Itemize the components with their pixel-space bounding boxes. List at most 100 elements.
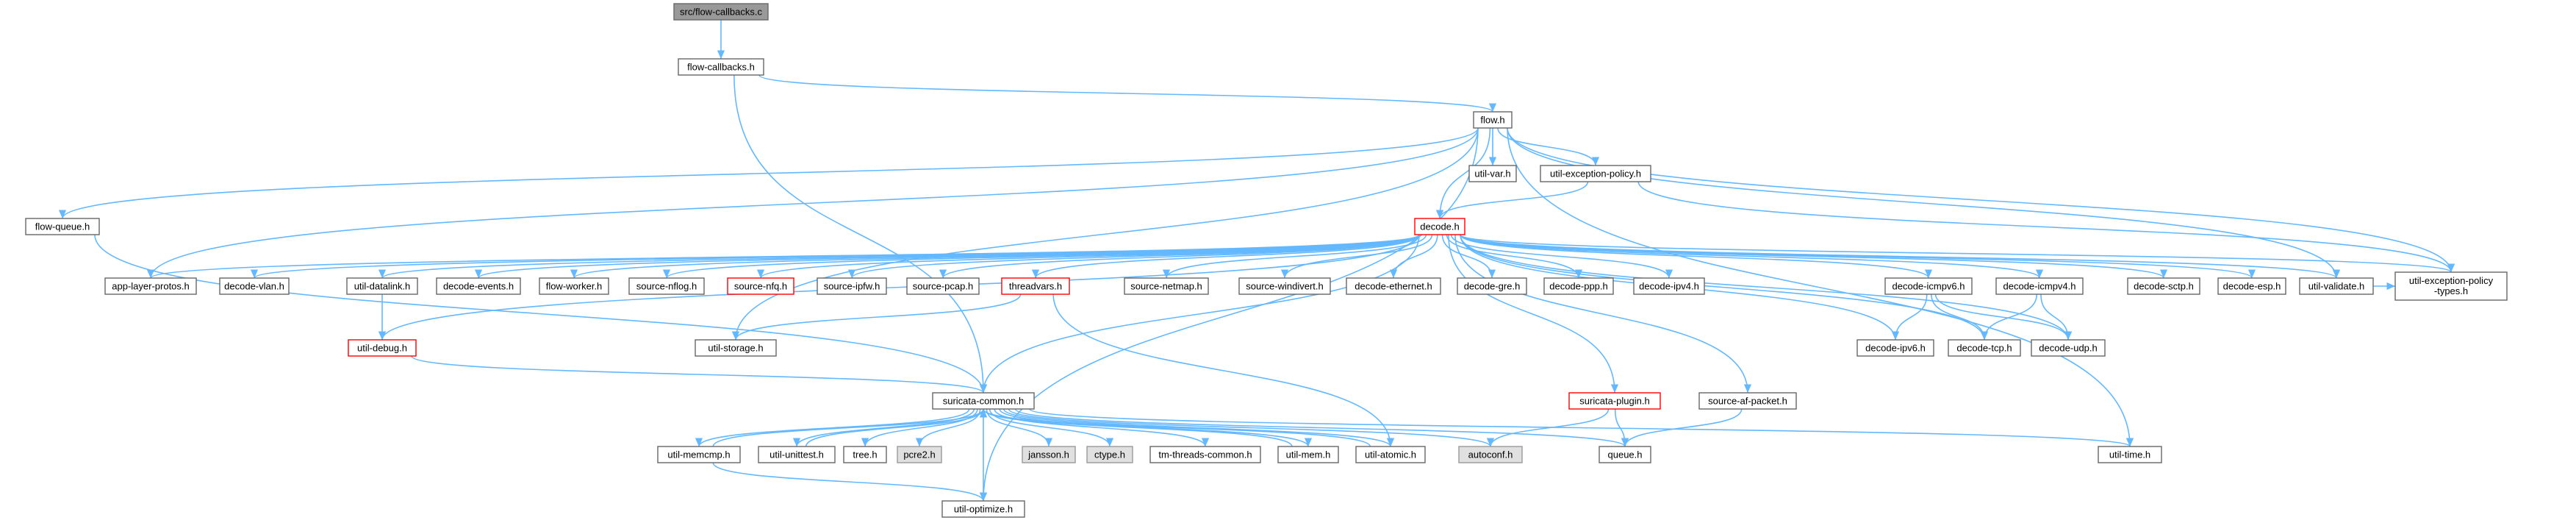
node-box-utilstorage[interactable] <box>695 339 777 357</box>
node-box-decudp[interactable] <box>2031 339 2106 357</box>
node-utilatomic[interactable]: util-atomic.h <box>1355 446 1426 463</box>
node-jansson[interactable]: jansson.h <box>1022 446 1076 463</box>
node-decevents[interactable]: decode-events.h <box>436 277 521 295</box>
node-box-applayer[interactable] <box>104 277 197 295</box>
node-decgre[interactable]: decode-gre.h <box>1457 277 1527 295</box>
node-box-utiloptimize[interactable] <box>941 500 1025 518</box>
node-box-utilvalidate[interactable] <box>2299 277 2374 295</box>
node-utildebug[interactable]: util-debug.h <box>348 339 417 357</box>
node-decipv6[interactable]: decode-ipv6.h <box>1856 339 1934 357</box>
node-box-flowworker[interactable] <box>539 277 609 295</box>
node-box-decppp[interactable] <box>1543 277 1614 295</box>
node-suriplugin[interactable]: suricata-plugin.h <box>1568 392 1661 410</box>
node-box-autoconf[interactable] <box>1458 446 1523 463</box>
node-srcnfq[interactable]: source-nfq.h <box>727 277 794 295</box>
node-box-utilvar[interactable] <box>1468 165 1517 182</box>
node-box-srcnflog[interactable] <box>628 277 705 295</box>
node-tmthreads[interactable]: tm-threads-common.h <box>1149 446 1261 463</box>
node-box-suriplugin[interactable] <box>1568 392 1661 410</box>
node-srcwindivert[interactable]: source-windivert.h <box>1238 277 1331 295</box>
node-box-utildatalink[interactable] <box>346 277 418 295</box>
node-box-decvlan[interactable] <box>219 277 290 295</box>
node-decodeh[interactable]: decode.h <box>1414 218 1465 235</box>
node-box-jansson[interactable] <box>1022 446 1076 463</box>
node-flowqueue[interactable]: flow-queue.h <box>25 218 100 235</box>
node-decvlan[interactable]: decode-vlan.h <box>219 277 290 295</box>
node-srcnetmap[interactable]: source-netmap.h <box>1124 277 1209 295</box>
node-box-tmthreads[interactable] <box>1149 446 1261 463</box>
node-srcpcap[interactable]: source-pcap.h <box>906 277 980 295</box>
node-dectcp[interactable]: decode-tcp.h <box>1948 339 2021 357</box>
node-decsctp[interactable]: decode-sctp.h <box>2127 277 2200 295</box>
node-flowworker[interactable]: flow-worker.h <box>539 277 609 295</box>
node-utiltime[interactable]: util-time.h <box>2098 446 2162 463</box>
node-box-decevents[interactable] <box>436 277 521 295</box>
node-box-flowcb[interactable] <box>678 58 764 76</box>
node-box-queueh[interactable] <box>1599 446 1651 463</box>
node-utilvalidate[interactable]: util-validate.h <box>2299 277 2374 295</box>
node-box-decether[interactable] <box>1346 277 1441 295</box>
node-utildatalink[interactable]: util-datalink.h <box>346 277 418 295</box>
node-box-dectcp[interactable] <box>1948 339 2021 357</box>
node-box-decodeh[interactable] <box>1414 218 1465 235</box>
node-utilmemcmp[interactable]: util-memcmp.h <box>657 446 741 463</box>
node-box-decicmpv4[interactable] <box>1995 277 2084 295</box>
node-srcafpacket[interactable]: source-af-packet.h <box>1698 392 1797 410</box>
node-threadvars[interactable]: threadvars.h <box>1001 277 1070 295</box>
node-decicmpv6[interactable]: decode-icmpv6.h <box>1884 277 1973 295</box>
node-box-suricommon[interactable] <box>932 392 1035 410</box>
node-box-utilunittest[interactable] <box>758 446 836 463</box>
node-decicmpv4[interactable]: decode-icmpv4.h <box>1995 277 2084 295</box>
node-box-ctype[interactable] <box>1086 446 1133 463</box>
node-box-decesp[interactable] <box>2217 277 2286 295</box>
node-box-decsctp[interactable] <box>2127 277 2200 295</box>
node-box-srcnetmap[interactable] <box>1124 277 1209 295</box>
node-decudp[interactable]: decode-udp.h <box>2031 339 2106 357</box>
node-suricommon[interactable]: suricata-common.h <box>932 392 1035 410</box>
node-applayer[interactable]: app-layer-protos.h <box>104 277 197 295</box>
node-ctype[interactable]: ctype.h <box>1086 446 1133 463</box>
node-box-utilmem[interactable] <box>1277 446 1339 463</box>
node-box-flowh[interactable] <box>1473 111 1513 129</box>
node-autoconf[interactable]: autoconf.h <box>1458 446 1523 463</box>
node-box-pcre2[interactable] <box>897 446 942 463</box>
node-treeh[interactable]: tree.h <box>843 446 887 463</box>
node-decipv4[interactable]: decode-ipv4.h <box>1633 277 1705 295</box>
node-box-utildebug[interactable] <box>348 339 417 357</box>
node-flowcb[interactable]: flow-callbacks.h <box>678 58 764 76</box>
node-box-utiltime[interactable] <box>2098 446 2162 463</box>
node-box-srcnfq[interactable] <box>727 277 794 295</box>
node-utilstorage[interactable]: util-storage.h <box>695 339 777 357</box>
node-utilexpol[interactable]: util-exception-policy.h <box>1540 165 1651 182</box>
node-box-srcwindivert[interactable] <box>1238 277 1331 295</box>
node-box-utilexpol[interactable] <box>1540 165 1651 182</box>
node-pcre2[interactable]: pcre2.h <box>897 446 942 463</box>
node-root[interactable]: src/flow-callbacks.c <box>673 3 769 21</box>
node-utilunittest[interactable]: util-unittest.h <box>758 446 836 463</box>
node-utilexpoltypes[interactable]: util-exception-policy-types.h <box>2394 271 2508 301</box>
node-srcnflog[interactable]: source-nflog.h <box>628 277 705 295</box>
node-box-srcipfw[interactable] <box>817 277 887 295</box>
node-box-utilatomic[interactable] <box>1355 446 1426 463</box>
node-box-decipv6[interactable] <box>1856 339 1934 357</box>
node-utiloptimize[interactable]: util-optimize.h <box>941 500 1025 518</box>
node-box-srcpcap[interactable] <box>906 277 980 295</box>
node-decppp[interactable]: decode-ppp.h <box>1543 277 1614 295</box>
node-box-decgre[interactable] <box>1457 277 1527 295</box>
node-box-srcafpacket[interactable] <box>1698 392 1797 410</box>
node-box-threadvars[interactable] <box>1001 277 1070 295</box>
node-decether[interactable]: decode-ethernet.h <box>1346 277 1441 295</box>
node-utilvar[interactable]: util-var.h <box>1468 165 1517 182</box>
node-box-decipv4[interactable] <box>1633 277 1705 295</box>
node-box-flowqueue[interactable] <box>25 218 100 235</box>
node-srcipfw[interactable]: source-ipfw.h <box>817 277 887 295</box>
node-box-utilexpoltypes[interactable] <box>2394 271 2508 301</box>
node-utilmem[interactable]: util-mem.h <box>1277 446 1339 463</box>
node-box-utilmemcmp[interactable] <box>657 446 741 463</box>
node-box-treeh[interactable] <box>843 446 887 463</box>
node-flowh[interactable]: flow.h <box>1473 111 1513 129</box>
node-queueh[interactable]: queue.h <box>1599 446 1651 463</box>
node-box-decicmpv6[interactable] <box>1884 277 1973 295</box>
node-decesp[interactable]: decode-esp.h <box>2217 277 2286 295</box>
node-box-root[interactable] <box>673 3 769 21</box>
